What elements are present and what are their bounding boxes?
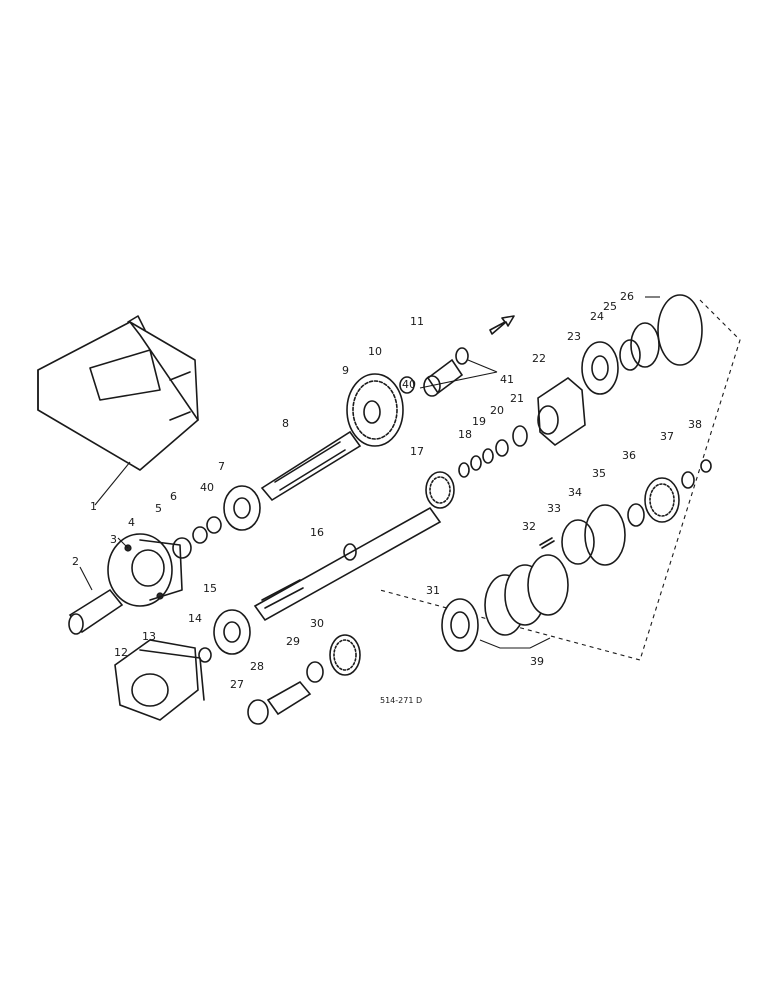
callout-40-b: 40 bbox=[402, 378, 416, 391]
part-7-bearing bbox=[223, 485, 261, 531]
callout-2: 2 bbox=[72, 555, 79, 568]
part-9-large-gear bbox=[346, 373, 404, 447]
callout-27: 27 bbox=[230, 678, 244, 691]
callout-39: 39 bbox=[530, 655, 544, 668]
rings-18-21 bbox=[458, 425, 528, 478]
part-3-housing bbox=[107, 533, 183, 607]
callout-37: 37 bbox=[660, 430, 674, 443]
part-16-long-shaft bbox=[253, 506, 442, 622]
direction-arrow-icon bbox=[489, 315, 515, 335]
callout-5: 5 bbox=[155, 502, 162, 515]
callout-8: 8 bbox=[282, 417, 289, 430]
callout-35: 35 bbox=[592, 467, 606, 480]
callout-17: 17 bbox=[410, 445, 424, 458]
callout-24: 24 bbox=[590, 310, 604, 323]
callout-18: 18 bbox=[458, 428, 472, 441]
callout-23: 23 bbox=[567, 330, 581, 343]
callout-4: 4 bbox=[128, 516, 135, 529]
callout-10: 10 bbox=[368, 345, 382, 358]
part-1-guard bbox=[37, 315, 199, 506]
parts-27-30 bbox=[247, 634, 361, 725]
parts-10-11-41 bbox=[399, 347, 498, 397]
callout-34: 34 bbox=[568, 486, 582, 499]
callout-29: 29 bbox=[286, 635, 300, 648]
callout-28: 28 bbox=[250, 660, 264, 673]
callout-6: 6 bbox=[170, 490, 177, 503]
callout-26: 26 bbox=[620, 290, 634, 303]
callout-19: 19 bbox=[472, 415, 486, 428]
callout-31: 31 bbox=[426, 584, 440, 597]
parts-32-38 bbox=[539, 459, 712, 566]
part-8-shaft bbox=[260, 430, 362, 502]
callout-11: 11 bbox=[410, 315, 424, 328]
part-2-tube bbox=[68, 566, 124, 635]
callout-40-a: 40 bbox=[200, 481, 214, 494]
part-22-clutch-housing bbox=[537, 376, 586, 447]
callout-12: 12 bbox=[114, 646, 128, 659]
callout-22: 22 bbox=[532, 352, 546, 365]
callout-30: 30 bbox=[310, 617, 324, 630]
callout-21: 21 bbox=[510, 392, 524, 405]
parts-31-39-plates bbox=[441, 554, 569, 652]
callout-38: 38 bbox=[688, 418, 702, 431]
callout-3: 3 bbox=[110, 533, 117, 546]
callout-36: 36 bbox=[622, 449, 636, 462]
callout-1: 1 bbox=[90, 500, 97, 513]
callout-41: 41 bbox=[500, 373, 514, 386]
rings-5-6-40 bbox=[172, 516, 222, 559]
callout-15: 15 bbox=[203, 582, 217, 595]
callout-16: 16 bbox=[310, 526, 324, 539]
parts-23-26-discs bbox=[581, 294, 703, 395]
part-12-cover bbox=[114, 639, 212, 721]
callout-7: 7 bbox=[218, 460, 225, 473]
assembly-boundary bbox=[379, 299, 741, 661]
callout-13: 13 bbox=[142, 630, 156, 643]
callout-32: 32 bbox=[522, 520, 536, 533]
callout-33: 33 bbox=[547, 502, 561, 515]
callout-20: 20 bbox=[490, 404, 504, 417]
callout-9: 9 bbox=[342, 364, 349, 377]
part-15-bearing bbox=[213, 609, 251, 655]
reference-code: 514-271 D bbox=[380, 696, 422, 705]
callout-25: 25 bbox=[603, 300, 617, 313]
part-17-gear bbox=[425, 471, 455, 509]
callout-14: 14 bbox=[188, 612, 202, 625]
